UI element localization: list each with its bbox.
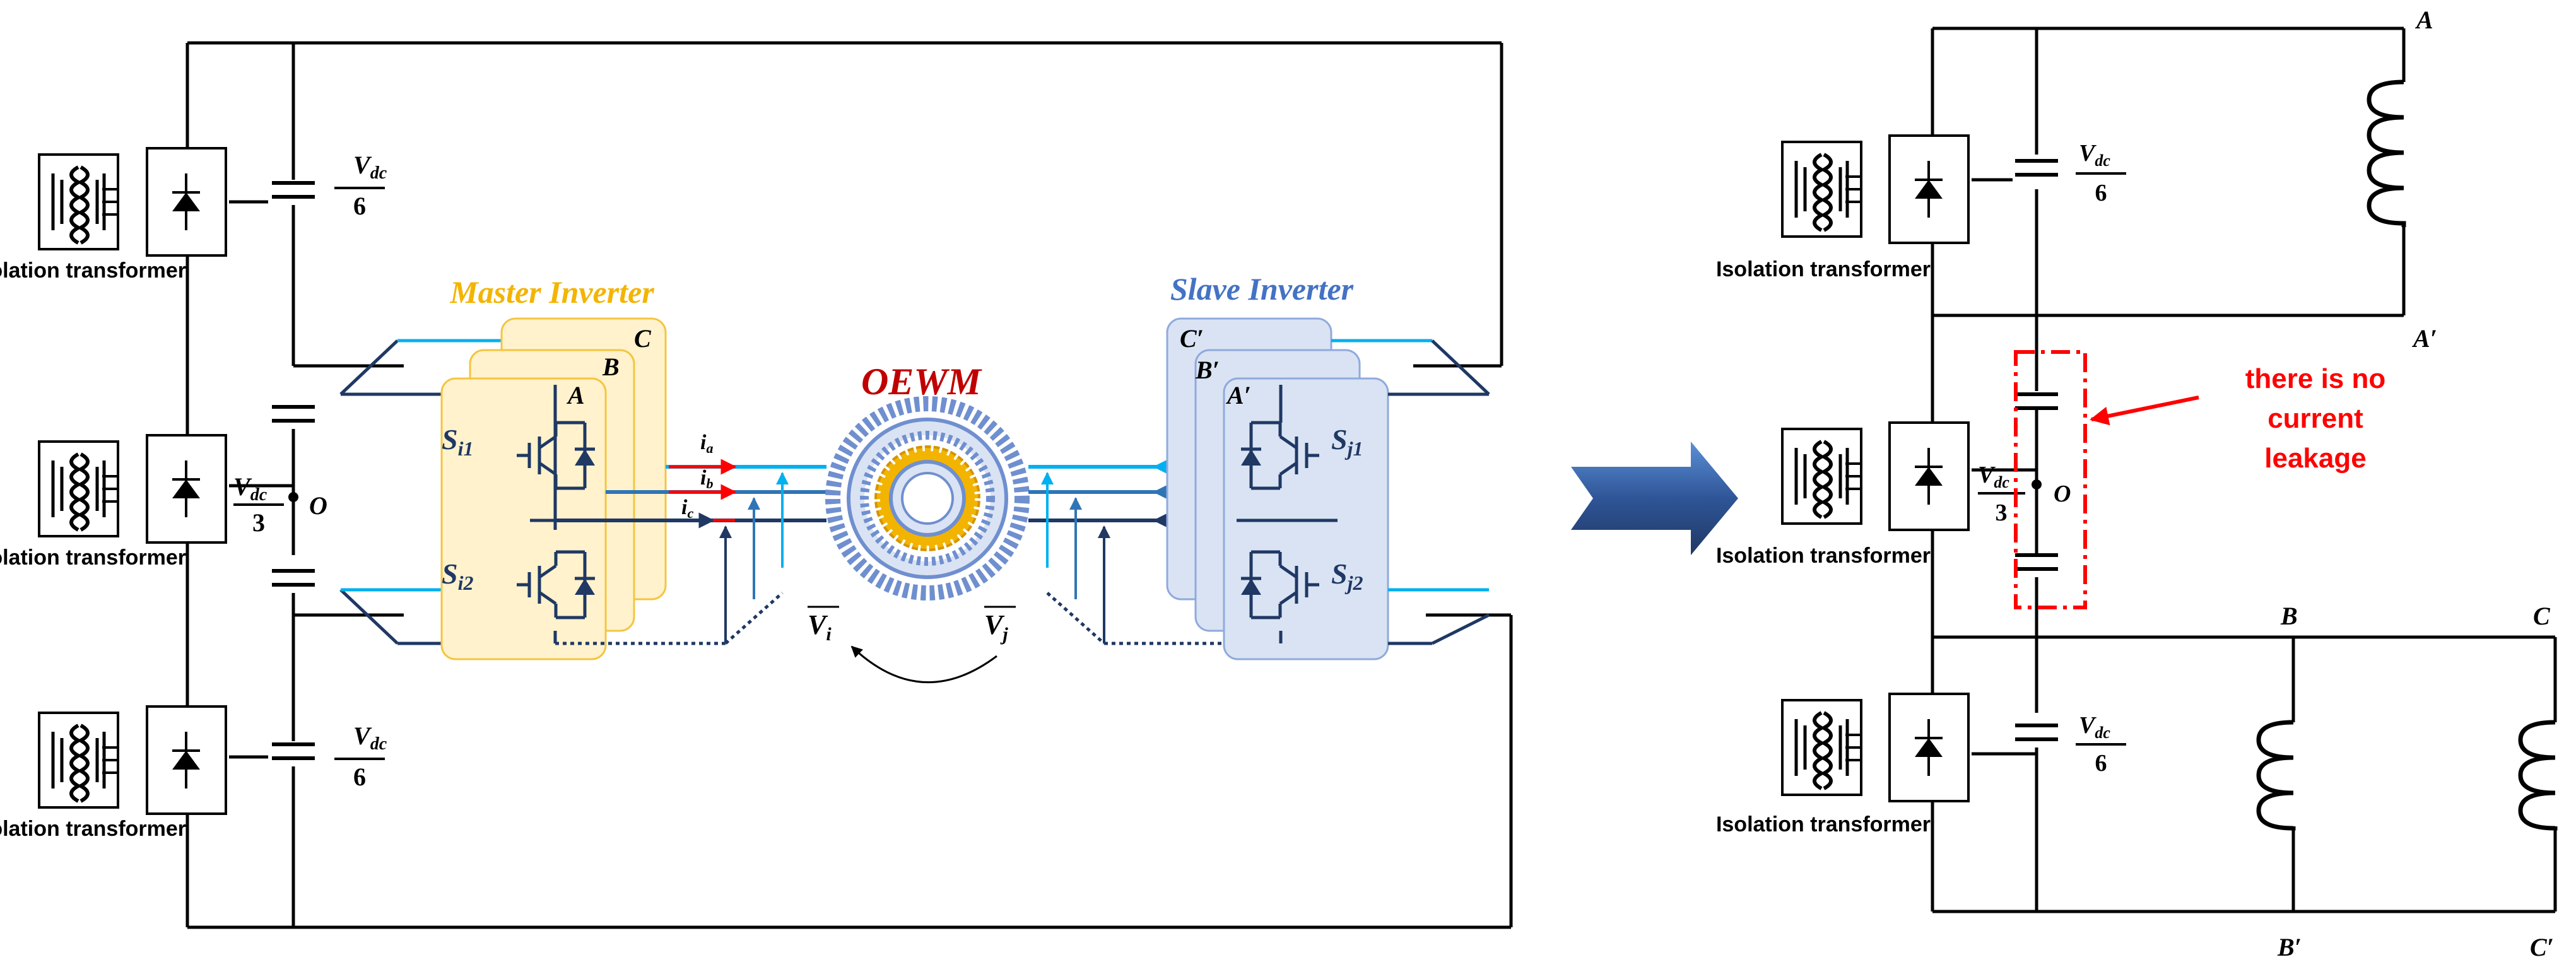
right-node-o-label: O <box>2054 481 2071 507</box>
cap-top-right-den: 6 <box>2095 180 2107 206</box>
switch-si2-label: Si2 <box>442 558 473 594</box>
phase-a-label: A <box>566 381 585 409</box>
oewm-label: OEWM <box>861 361 983 402</box>
capacitor-top-right <box>2013 158 2063 183</box>
cap-mid-right-den: 3 <box>1996 500 2008 526</box>
capacitor-mid-upper-left <box>268 404 319 429</box>
terminal-b-label: B <box>2280 602 2298 630</box>
master-inverter-title: Master Inverter <box>449 274 654 310</box>
transformer-icon <box>39 442 118 536</box>
cap-mid-left-den: 3 <box>252 508 265 537</box>
transformer-icon <box>1782 429 1861 524</box>
phase-a-prime-label: A′ <box>1225 381 1251 409</box>
current-ia-label: ia <box>700 431 713 456</box>
phase-c-prime-label: C′ <box>1180 324 1204 353</box>
right-source-label-2: Isolation transformer <box>1716 544 1931 568</box>
rectifier-icon <box>146 434 227 544</box>
rectifier-icon <box>146 705 227 815</box>
node-o-label: O <box>309 491 327 520</box>
capacitor-bot-left <box>268 741 319 766</box>
right-source-label-1: Isolation transformer <box>1716 257 1931 281</box>
right-source-label-3: Isolation transformer <box>1716 812 1931 836</box>
cap-bot-left-den: 6 <box>353 763 366 791</box>
switch-si1-label: Si1 <box>442 423 473 460</box>
leakage-annotation-line-2: current <box>2267 403 2363 434</box>
capacitor-bot-right <box>2013 722 2063 747</box>
rectifier-icon <box>1888 134 1970 244</box>
transformer-icon <box>39 155 118 249</box>
cap-top-left-den: 6 <box>353 192 366 220</box>
phase-b-label: B <box>602 353 620 381</box>
phase-c-label: C <box>634 324 652 353</box>
transformer-icon <box>39 713 118 807</box>
source-label-3: Isolation transformer <box>0 817 186 841</box>
right-circuit: Isolation transformer Isolation transfor… <box>1716 6 2558 961</box>
leakage-pointer-arrow <box>2090 396 2199 426</box>
source-label-2: Isolation transformer <box>0 546 186 570</box>
terminal-c-prime-label: C′ <box>2530 933 2554 961</box>
cap-mid-left-label: Vdc <box>233 472 268 505</box>
vector-vi-label: Vi <box>808 609 832 645</box>
terminal-a-label: A <box>2414 6 2433 34</box>
node-o-dot <box>288 492 298 502</box>
left-circuit: Isolation transformer Isolation transfor… <box>0 41 1513 929</box>
capacitor-mid-lower-left <box>268 568 319 593</box>
terminal-b-prime-label: B′ <box>2277 933 2302 961</box>
cap-bot-left-label: Vdc <box>353 722 387 754</box>
oewm-motor: OEWM <box>825 361 1030 601</box>
leakage-annotation-line-1: there is no <box>2245 363 2386 394</box>
cap-top-right-label: Vdc <box>2079 140 2110 170</box>
slave-inverter-title: Slave Inverter <box>1170 271 1354 307</box>
cap-mid-right-label: Vdc <box>1978 462 2009 491</box>
rectifier-icon <box>146 147 227 257</box>
rectifier-icon <box>1888 421 1970 531</box>
current-ib-label: ib <box>700 466 713 491</box>
rotation-arrow <box>850 645 997 684</box>
inductor-b-icon <box>2256 720 2296 831</box>
inductor-c-icon <box>2518 720 2558 831</box>
leakage-annotation-line-3: leakage <box>2264 443 2366 474</box>
inductor-a-icon <box>2367 79 2406 227</box>
cap-bot-right-den: 6 <box>2095 750 2107 777</box>
rectifier-icon <box>1888 693 1970 802</box>
cap-top-left-label: Vdc <box>353 151 387 183</box>
capacitor-top-left <box>268 180 319 205</box>
switch-sj2-label: Sj2 <box>1331 558 1363 594</box>
terminal-a-prime-label: A′ <box>2411 324 2437 353</box>
transformer-icon <box>1782 142 1861 237</box>
current-ic-label: ic <box>681 496 693 521</box>
transform-arrow-icon <box>1571 442 1738 555</box>
source-label-1: Isolation transformer <box>0 259 186 283</box>
terminal-c-label: C <box>2533 602 2551 630</box>
master-inverter: Master Inverter C B A Si1 Si2 <box>440 274 667 660</box>
right-node-o-dot <box>2032 479 2042 490</box>
capacitor-mid-lower-right <box>2013 552 2063 577</box>
slave-inverter: Slave Inverter C′ B′ A′ Sj1 Sj2 <box>1166 271 1389 660</box>
vector-vj-label: Vj <box>984 609 1008 645</box>
phase-b-prime-label: B′ <box>1195 356 1220 384</box>
leakage-highlight-box <box>2014 350 2087 609</box>
transformer-icon <box>1782 700 1861 795</box>
cap-bot-right-label: Vdc <box>2079 712 2110 742</box>
switch-sj1-label: Sj1 <box>1331 423 1363 460</box>
